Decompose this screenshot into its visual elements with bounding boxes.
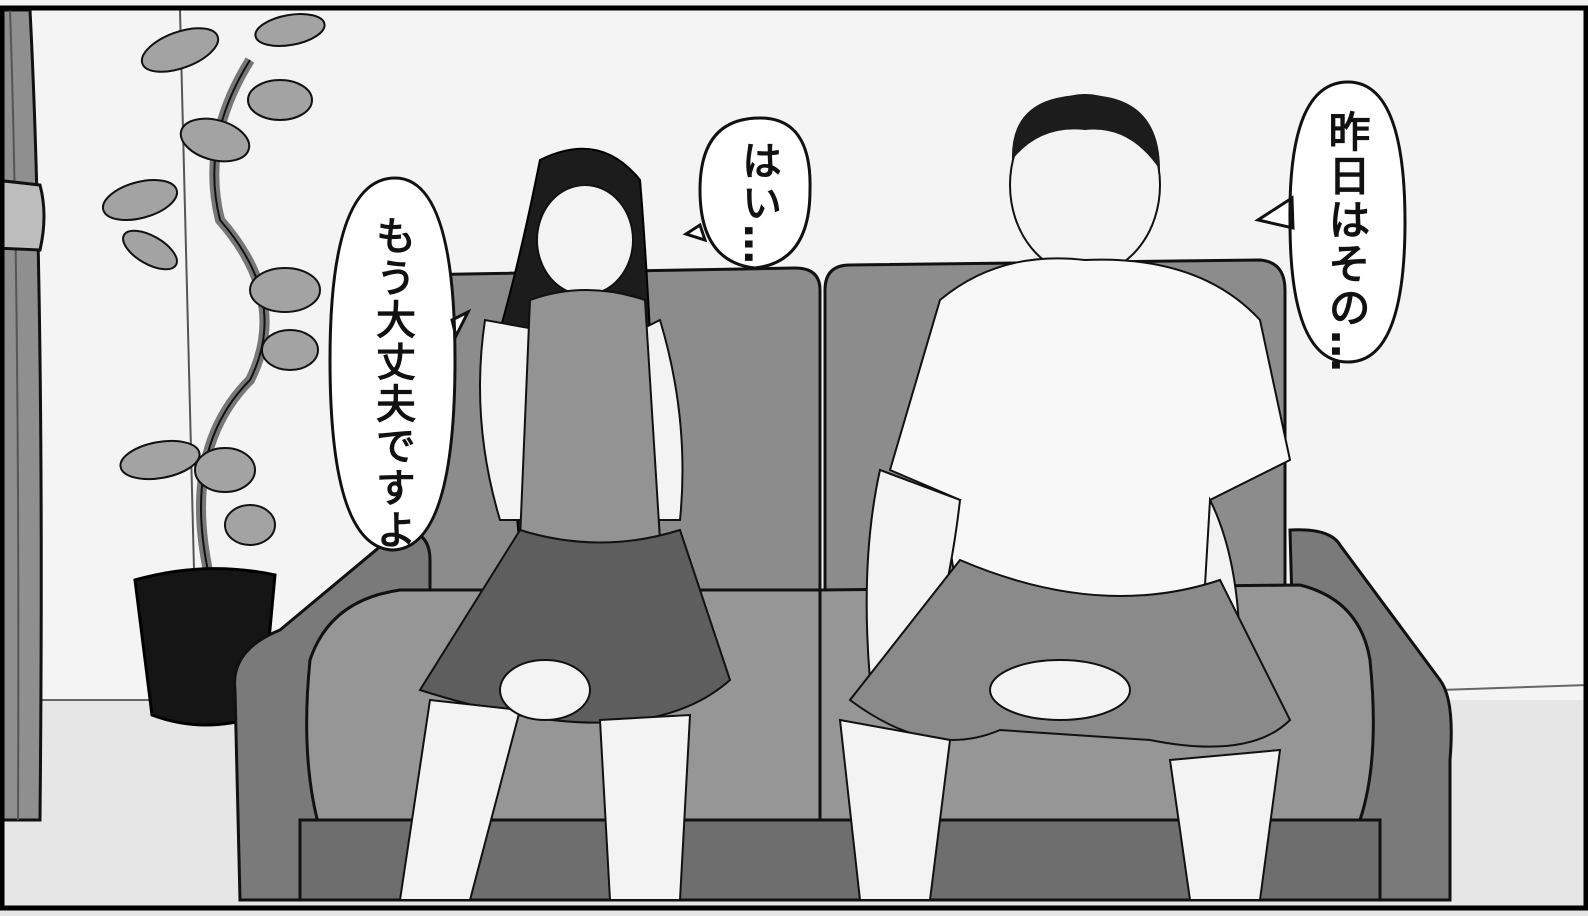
woman-reply-text: はい…: [735, 140, 781, 266]
woman-sweater: [518, 289, 662, 551]
woman-character: [398, 147, 732, 901]
bubble-woman-reply: [682, 116, 812, 270]
speech-bubbles: [328, 80, 1407, 552]
woman-face: [536, 184, 634, 296]
bubble-man-line: [1254, 80, 1407, 364]
man-line-text: 昨日はその…: [1322, 110, 1371, 374]
wall-corner: [179, 9, 196, 611]
panel-border: [0, 5, 1588, 911]
man-character: [838, 94, 1292, 901]
curtain: [0, 8, 46, 822]
bubble-woman-reassure: [328, 176, 472, 552]
man-hair: [1011, 95, 1160, 170]
woman-reassure-text: もう大丈夫ですよ: [369, 215, 415, 551]
curtain-tie: [0, 179, 46, 252]
potted-plant: [102, 13, 326, 727]
